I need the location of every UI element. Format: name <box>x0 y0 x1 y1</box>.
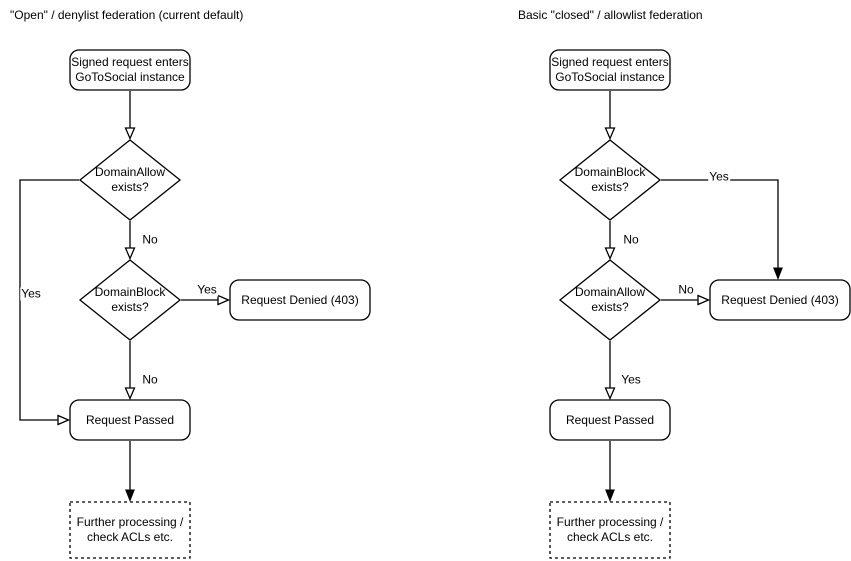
right-flowchart-title: Basic "closed" / allowlist federation <box>518 8 703 22</box>
right-decision1-label: DomainBlock exists? <box>574 165 646 194</box>
right-flowchart <box>549 49 851 559</box>
right-decision2-no-label: No <box>677 282 695 297</box>
left-decision2-yes-label: Yes <box>196 282 218 297</box>
right-edge-decision1-yes-to-denied <box>661 179 783 280</box>
left-passed-label: Request Passed <box>85 412 175 427</box>
left-denied-label: Request Denied (403) <box>241 292 359 307</box>
right-denied-label: Request Denied (403) <box>721 292 839 307</box>
right-passed-box <box>549 399 671 441</box>
left-decision1-label: DomainAllow exists? <box>94 165 166 194</box>
right-denied-box <box>709 279 851 321</box>
left-further-label: Further processing / check ACLs etc. <box>76 515 184 544</box>
left-decision2-no-label: No <box>141 372 159 387</box>
right-decision1-yes-label: Yes <box>708 169 730 184</box>
left-decision1-diamond <box>78 139 182 221</box>
right-decision2-label: DomainAllow exists? <box>574 285 646 314</box>
right-decision2-diamond <box>558 259 662 341</box>
left-edge-decision1-yes-to-passed <box>19 179 79 426</box>
left-entry-label: Signed request enters GoToSocial instanc… <box>71 55 189 84</box>
right-passed-label: Request Passed <box>565 412 655 427</box>
right-decision1-no-label: No <box>622 232 640 247</box>
left-flowchart <box>19 49 371 559</box>
left-decision2-label: DomainBlock exists? <box>94 285 166 314</box>
left-flowchart-title: "Open" / denylist federation (current de… <box>10 8 244 22</box>
left-decision1-no-label: No <box>141 232 159 247</box>
left-decision1-yes-label: Yes <box>20 286 42 301</box>
right-further-label: Further processing / check ACLs etc. <box>556 515 664 544</box>
left-passed-box <box>69 399 191 441</box>
right-entry-label: Signed request enters GoToSocial instanc… <box>551 55 669 84</box>
left-further-box <box>69 501 191 559</box>
left-entry-box <box>69 49 191 91</box>
right-decision1-diamond <box>558 139 662 221</box>
right-entry-box <box>549 49 671 91</box>
left-denied-box <box>229 279 371 321</box>
right-decision2-yes-label: Yes <box>620 372 642 387</box>
left-decision2-diamond <box>78 259 182 341</box>
right-further-box <box>549 501 671 559</box>
